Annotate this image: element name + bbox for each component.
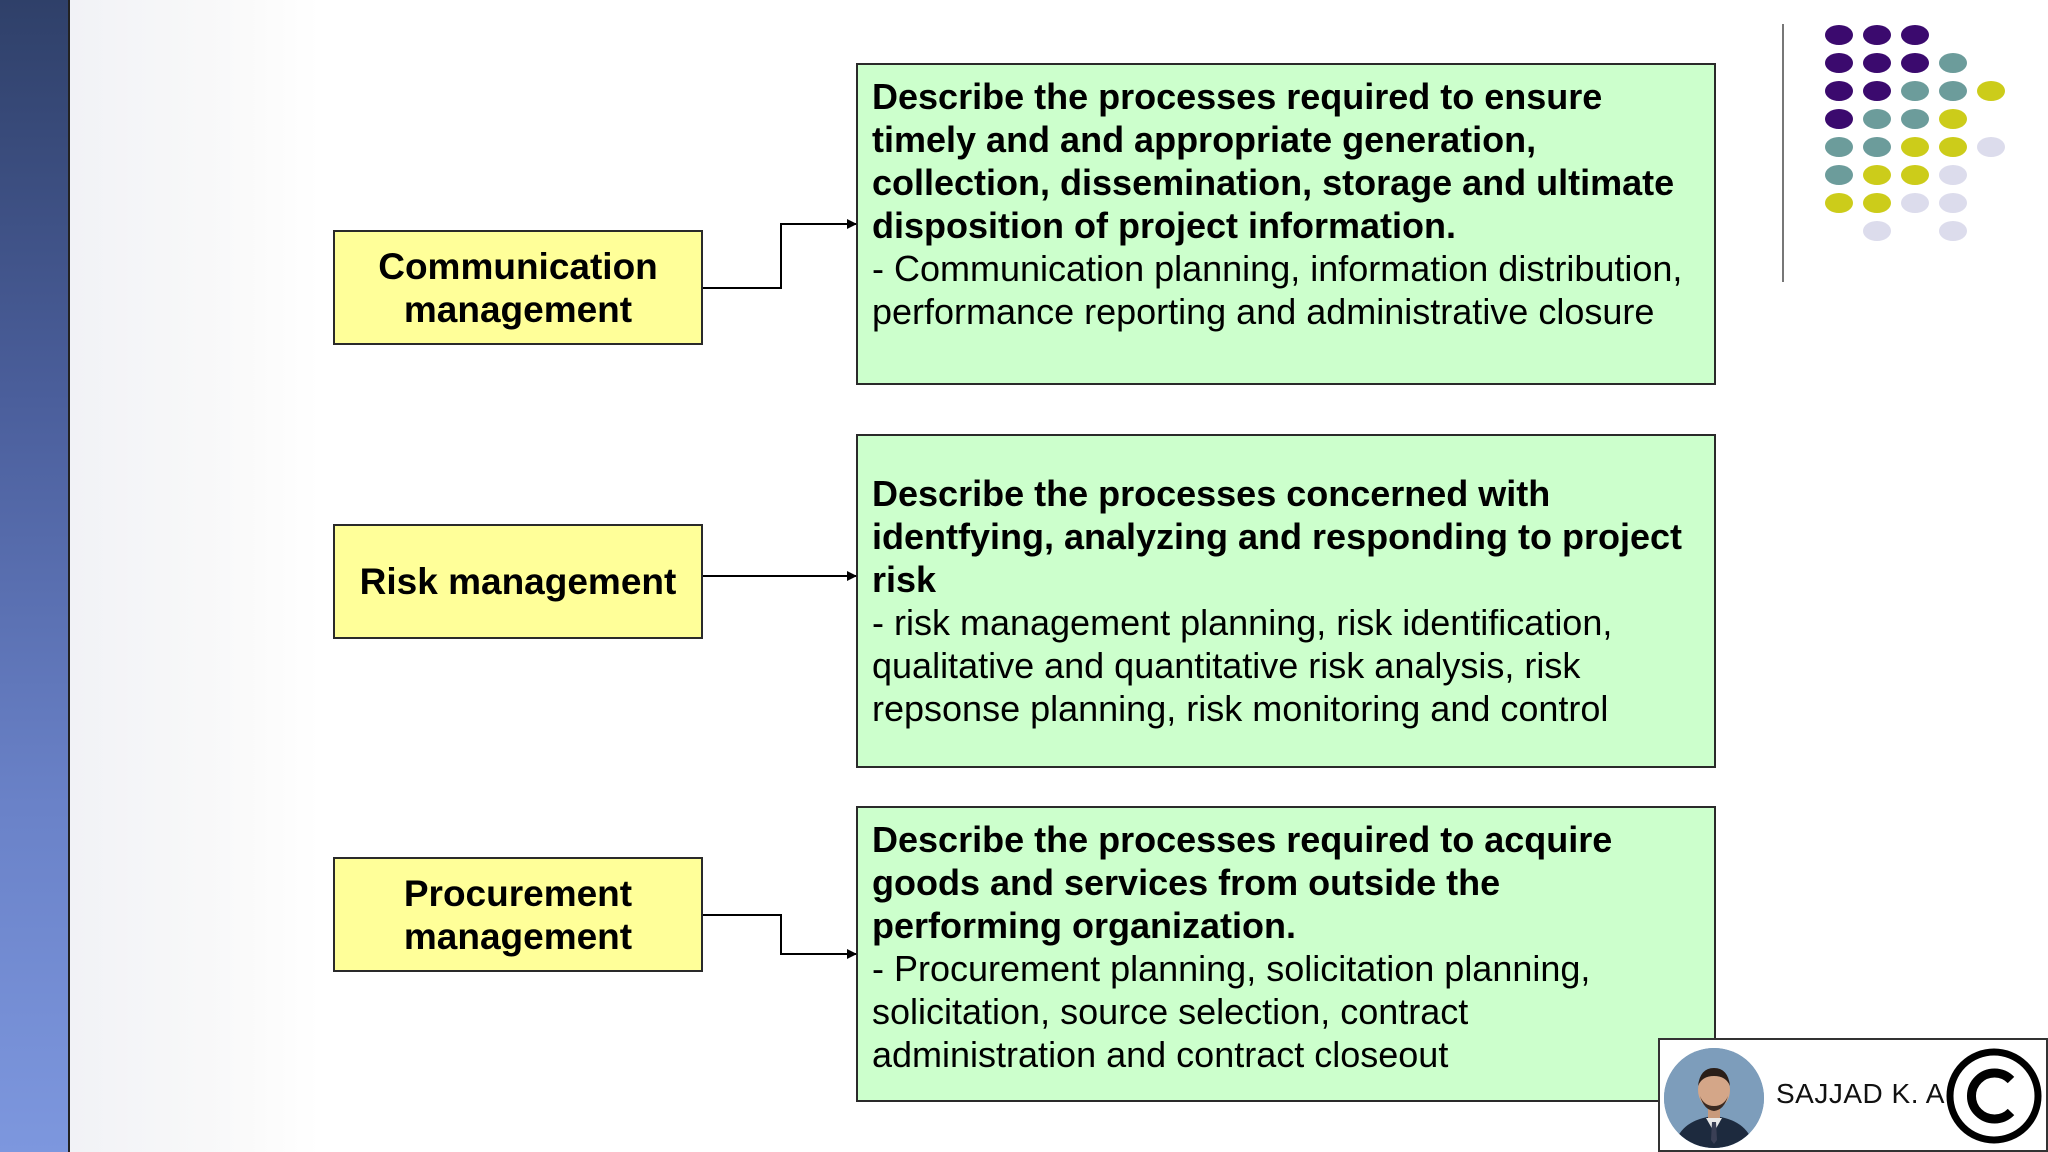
decorative-dot — [1977, 137, 2005, 157]
decorative-dot — [1825, 193, 1853, 213]
connector-communication — [703, 219, 857, 289]
desc-title-communication: Describe the processes required to ensur… — [872, 76, 1675, 246]
desc-box-procurement: Describe the processes required to acqui… — [856, 806, 1716, 1102]
desc-detail-communication: - Communication planning, information di… — [872, 248, 1683, 332]
avatar — [1664, 1048, 1764, 1148]
slide-background-fade — [70, 0, 320, 1152]
decorative-dot — [1863, 81, 1891, 101]
decorative-dot — [1939, 109, 1967, 129]
decorative-dot — [1939, 137, 1967, 157]
label-box-communication: Communication management — [333, 230, 703, 345]
decorative-dot — [1977, 81, 2005, 101]
decorative-dot — [1863, 165, 1891, 185]
decorative-dot — [1939, 221, 1967, 241]
decorative-dot — [1825, 53, 1853, 73]
desc-title-procurement: Describe the processes required to acqui… — [872, 819, 1613, 946]
connector-procurement — [703, 914, 857, 959]
decorative-dot — [1863, 25, 1891, 45]
decorative-dot — [1939, 193, 1967, 213]
label-procurement: Procurement management — [403, 872, 633, 957]
desc-title-risk: Describe the processes concerned with id… — [872, 473, 1683, 600]
author-name: SAJJAD K. A. — [1776, 1078, 1954, 1109]
label-box-risk: Risk management — [333, 524, 703, 639]
decorative-dot — [1825, 81, 1853, 101]
decorative-dot — [1939, 165, 1967, 185]
desc-box-risk: Describe the processes concerned with id… — [856, 434, 1716, 768]
decorative-dot — [1825, 137, 1853, 157]
decorative-dot — [1863, 137, 1891, 157]
author-watermark-card: SAJJAD K. A. — [1658, 1038, 2048, 1152]
left-gradient-bar — [0, 0, 70, 1152]
label-box-procurement: Procurement management — [333, 857, 703, 972]
copyright-icon — [1946, 1048, 2042, 1144]
decorative-dot — [1863, 53, 1891, 73]
decorative-dot — [1825, 109, 1853, 129]
decorative-dot — [1939, 81, 1967, 101]
decorative-dot — [1901, 165, 1929, 185]
decorative-dot — [1901, 25, 1929, 45]
decorative-dot — [1863, 221, 1891, 241]
decorative-dot — [1901, 193, 1929, 213]
decorative-dot — [1939, 53, 1967, 73]
desc-detail-risk: - risk management planning, risk identif… — [872, 602, 1613, 729]
decorative-dot — [1863, 193, 1891, 213]
decorative-dot-grid — [1825, 25, 2005, 241]
decorative-dot — [1901, 137, 1929, 157]
decorative-dot — [1901, 81, 1929, 101]
decorative-dot — [1825, 25, 1853, 45]
label-communication: Communication management — [378, 245, 658, 330]
label-risk: Risk management — [359, 561, 677, 602]
desc-box-communication: Describe the processes required to ensur… — [856, 63, 1716, 385]
decorative-divider-line — [1782, 24, 1784, 282]
decorative-dot — [1825, 165, 1853, 185]
desc-detail-procurement: - Procurement planning, solicitation pla… — [872, 948, 1591, 1075]
decorative-dot — [1901, 53, 1929, 73]
decorative-dot — [1901, 109, 1929, 129]
decorative-dot — [1863, 109, 1891, 129]
